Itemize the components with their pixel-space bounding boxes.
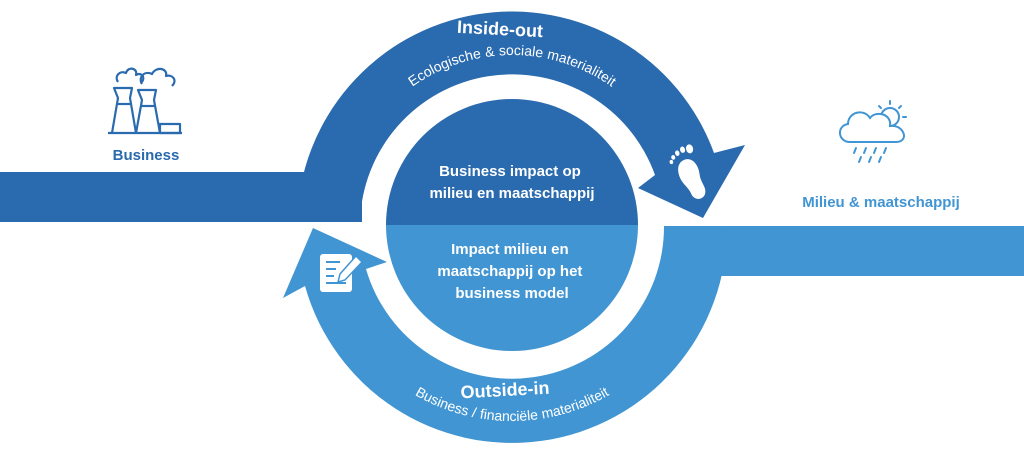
svg-text:Business impact op milieu: Business impact op milieu en maatschappi… [429, 163, 594, 202]
center-top-line: Business impact op [439, 163, 581, 180]
subtitle-word: & [484, 43, 496, 60]
center-bottom-line: Impact milieu en [451, 241, 569, 258]
inside-out-title: Inside-out [457, 17, 544, 41]
center-top-half [386, 99, 638, 225]
factory-icon [108, 67, 182, 135]
svg-text:Impact milieu en maatschap: Impact milieu en maatschappij op het bus… [437, 241, 586, 302]
cloud-rain-sun-icon [839, 100, 907, 163]
center-top-line: milieu en maatschappij [429, 185, 594, 202]
outside-in-title: Outside-in [460, 378, 550, 403]
center-bottom-half [386, 225, 638, 351]
notepad-pen-icon [320, 254, 364, 292]
center-bottom-line: maatschappij op het [437, 263, 582, 280]
business-label: Business [113, 147, 180, 164]
subtitle-word: financiële [479, 405, 539, 424]
inside-out-arrow [297, 11, 745, 222]
society-label: Milieu & maatschappij [802, 194, 960, 211]
footprint-icon [669, 144, 706, 199]
subtitle-word: / [471, 404, 478, 420]
center-bottom-line: business model [455, 285, 568, 302]
subtitle-word: sociale [498, 42, 544, 61]
outside-in-arrow [283, 226, 728, 443]
